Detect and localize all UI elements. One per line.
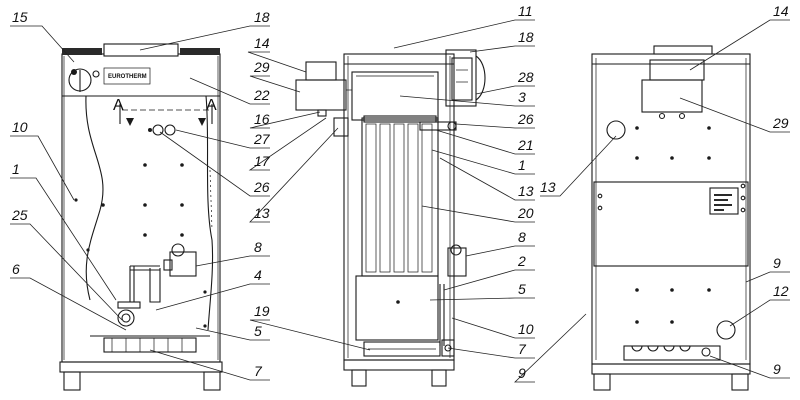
label-22: 22 (253, 87, 270, 103)
rear-middle-panel (593, 181, 749, 267)
label-9-rear-lower: 9 (773, 361, 781, 377)
rear-dots-lower (635, 288, 711, 324)
rear-dots-upper (635, 126, 711, 160)
side-view (295, 49, 486, 387)
front-leg-right (203, 371, 221, 391)
label-8: 8 (254, 239, 262, 255)
side-leg-left (351, 369, 367, 387)
side-gas-valve (439, 244, 467, 346)
label-14: 14 (254, 35, 270, 51)
front-base (59, 361, 223, 373)
label-3: 3 (518, 89, 526, 105)
label-5: 5 (254, 323, 262, 339)
rating-plate (709, 187, 739, 215)
front-burner (90, 335, 210, 353)
label-5-side: 5 (518, 281, 526, 297)
rear-casing (591, 53, 751, 365)
label-21: 21 (517, 137, 534, 153)
label-14-rear: 14 (773, 3, 789, 19)
label-1: 1 (12, 161, 20, 177)
flue-hood (351, 71, 439, 121)
label-7-side: 7 (518, 341, 527, 357)
section-mark-left: A (113, 97, 124, 114)
label-7: 7 (254, 363, 263, 379)
label-20: 20 (517, 205, 534, 221)
section-mark-right: A (206, 97, 217, 114)
label-10: 10 (12, 119, 28, 135)
label-29: 29 (253, 59, 270, 75)
rear-top-cap (653, 45, 713, 55)
rear-burner-ports (623, 345, 721, 361)
rear-leg-right (731, 373, 749, 391)
label-18-side: 18 (518, 29, 534, 45)
gas-valve (117, 243, 197, 327)
label-8-side: 8 (518, 229, 526, 245)
label-6: 6 (12, 261, 20, 277)
label-26: 26 (253, 179, 270, 195)
ignition-knob (117, 309, 135, 327)
front-labels: 15 18 14 29 22 10 16 27 1 17 26 25 13 8 … (11, 9, 271, 379)
side-labels: 11 18 28 3 26 21 1 13 20 8 2 5 10 7 9 (517, 3, 534, 381)
label-27: 27 (253, 131, 271, 147)
rear-leg-left (593, 373, 611, 391)
label-29-rear: 29 (772, 115, 789, 131)
cutaway-outline (85, 95, 214, 331)
label-9-side: 9 (518, 365, 526, 381)
label-19: 19 (254, 303, 270, 319)
side-bracket (333, 117, 349, 137)
label-16: 16 (254, 111, 270, 127)
label-18: 18 (254, 9, 270, 25)
rear-inlet-upper (606, 120, 626, 140)
label-13: 13 (254, 205, 270, 221)
side-casing (343, 53, 455, 361)
front-view: EUROTHERM A A (59, 43, 223, 391)
flue-outlet (295, 61, 352, 117)
rear-labels: 14 29 13 9 12 9 (540, 3, 789, 377)
combustion-chamber (355, 275, 439, 341)
rear-inlet-lower (716, 320, 736, 340)
draft-diverter (445, 49, 486, 107)
rear-view (591, 45, 751, 391)
label-10-side: 10 (518, 321, 534, 337)
front-leg-left (63, 371, 81, 391)
section-line: A A (113, 97, 217, 126)
label-12: 12 (773, 283, 789, 299)
front-dots (74, 163, 207, 328)
label-26-side: 26 (517, 111, 534, 127)
label-2: 2 (517, 253, 526, 269)
label-9-rear-upper: 9 (773, 255, 781, 271)
label-17: 17 (254, 153, 271, 169)
label-13-side: 13 (518, 183, 534, 199)
label-28: 28 (517, 69, 534, 85)
rear-flue-outlet (641, 59, 705, 120)
label-13-rear: 13 (540, 179, 556, 195)
label-1-side: 1 (518, 157, 526, 173)
side-leg-right (431, 369, 447, 387)
side-base (343, 359, 455, 371)
rear-base (591, 363, 751, 375)
heat-exchanger (361, 115, 457, 277)
sight-glass (152, 124, 164, 136)
label-11: 11 (518, 3, 533, 19)
label-25: 25 (11, 207, 28, 223)
logo-text: EUROTHERM (108, 74, 147, 80)
leader-lines (10, 19, 790, 383)
side-burner (363, 339, 455, 357)
label-4: 4 (254, 267, 262, 283)
label-15: 15 (12, 9, 28, 25)
logo-plate (103, 67, 151, 85)
